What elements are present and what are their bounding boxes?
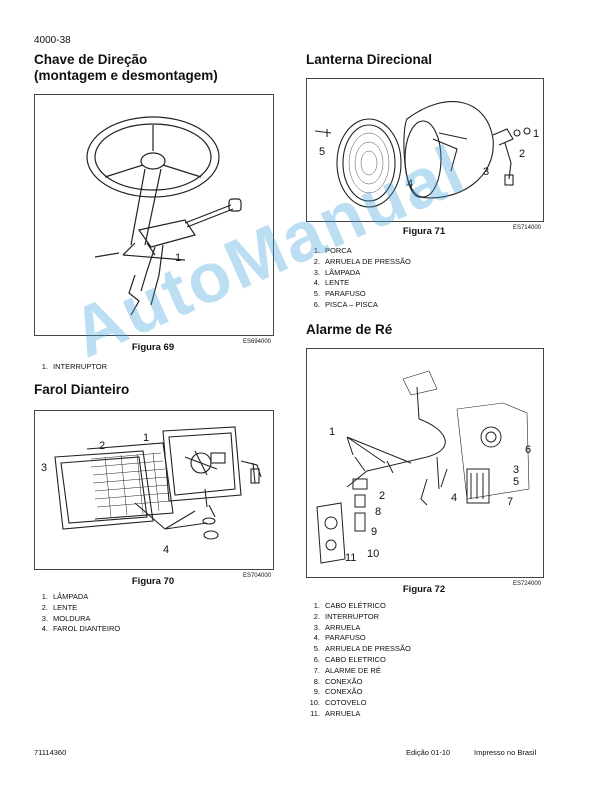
figure-caption-70: Figura 70 <box>131 576 175 587</box>
callout-4: 4 <box>407 178 413 190</box>
list-item: 11.ARRUELA <box>310 708 361 718</box>
list-item: 3.ARRUELA <box>313 622 361 632</box>
figure-70-headlight: 1 2 3 4 ES704000 <box>34 410 274 579</box>
section-title-headlight: Farol Dianteiro <box>34 382 130 397</box>
section-title-steering-switch: Chave de Direção (montagem e desmontagem… <box>34 52 218 84</box>
list-item: 9.CONEXÃO <box>313 687 363 697</box>
callout-7: 7 <box>507 496 513 508</box>
figure-code: ES724000 <box>512 581 541 587</box>
list-item: 1.PORCA <box>313 246 352 255</box>
list-item: 1.CABO ELÉTRICO <box>313 601 386 610</box>
list-item: 2.ARRUELA DE PRESSÃO <box>313 256 411 266</box>
list-item: 7.ALARME DE RÉ <box>313 665 381 675</box>
section-title-reverse-alarm: Alarme de Ré <box>306 322 393 337</box>
list-item: 6.PISCA – PISCA <box>313 299 378 309</box>
callout-4: 4 <box>451 492 457 504</box>
callout-4: 4 <box>163 544 169 556</box>
legend-list-72: 1.CABO ELÉTRICO 2.INTERRUPTOR 3.ARRUELA … <box>306 601 411 720</box>
list-item: 4.PARAFUSO <box>313 633 366 643</box>
callout-9: 9 <box>371 526 377 538</box>
callout-10: 10 <box>367 548 379 560</box>
callout-1: 1 <box>143 432 149 444</box>
headlight-drawing: 1 2 3 4 <box>41 426 262 556</box>
figure-code: ES694000 <box>242 339 271 345</box>
callout-1: 1 <box>329 426 335 438</box>
callout-1: 1 <box>533 128 539 140</box>
list-item: 3.MOLDURA <box>41 613 91 623</box>
callout-3: 3 <box>483 166 489 178</box>
callout-2: 2 <box>99 440 105 452</box>
list-item: 10.COTOVELO <box>309 698 367 708</box>
figure-72-reverse-alarm: 1 2 3 4 5 6 7 8 9 10 11 ES724000 <box>306 348 544 587</box>
figure-code: ES714000 <box>512 225 541 231</box>
steering-wheel-drawing: 1 <box>86 116 242 316</box>
reverse-alarm-drawing: 1 2 3 4 5 6 7 8 9 10 11 <box>316 370 531 564</box>
legend-list-69: 1.INTERRUPTOR <box>34 362 107 373</box>
list-item: 1.INTERRUPTOR <box>41 362 108 371</box>
figure-71-turn-signal: 1 2 3 4 5 ES714000 <box>306 78 544 231</box>
legend-list-70: 1.LÂMPADA 2.LENTE 3.MOLDURA 4.FAROL DIAN… <box>34 592 121 635</box>
list-item: 8.CONEXÃO <box>313 676 363 686</box>
list-item: 6.CABO ELETRICO <box>313 654 386 664</box>
figure-caption-71: Figura 71 <box>402 226 446 237</box>
figure-69-steering-wheel: 1 ES694000 <box>34 94 274 345</box>
list-item: 1.LÂMPADA <box>41 592 89 601</box>
figure-caption-72: Figura 72 <box>402 584 446 595</box>
list-item: 2.INTERRUPTOR <box>313 611 380 621</box>
legend-list-71: 1.PORCA 2.ARRUELA DE PRESSÃO 3.LÂMPADA 4… <box>306 246 411 311</box>
list-item: 5.PARAFUSO <box>313 289 366 299</box>
list-item: 2.LENTE <box>41 602 78 612</box>
section-title-turn-signal: Lanterna Direcional <box>306 52 433 67</box>
footer-printed: Impresso no Brasil <box>474 748 537 757</box>
title-line-1: Chave de Direção <box>34 52 148 67</box>
figure-caption-69: Figura 69 <box>131 342 175 353</box>
callout-11: 11 <box>345 552 356 564</box>
callout-2: 2 <box>519 148 525 160</box>
callout-8: 8 <box>375 506 381 518</box>
page-number: 4000-38 <box>34 35 71 46</box>
list-item: 4.FAROL DIANTEIRO <box>41 624 121 634</box>
footer-doc-number: 71114360 <box>34 748 67 757</box>
callout-2: 2 <box>379 490 385 502</box>
list-item: 3.LÂMPADA <box>313 267 361 277</box>
list-item: 5.ARRUELA DE PRESSÃO <box>313 644 411 654</box>
callout-1: 1 <box>175 252 181 264</box>
figure-code: ES704000 <box>242 573 271 579</box>
callout-5: 5 <box>513 476 519 488</box>
title-line-2: (montagem e desmontagem) <box>34 68 218 83</box>
list-item: 4.LENTE <box>313 278 350 288</box>
callout-5: 5 <box>319 146 325 158</box>
callout-3: 3 <box>41 462 47 474</box>
callout-6: 6 <box>525 444 531 456</box>
footer-edition: Edição 01-10 <box>406 748 451 757</box>
callout-3: 3 <box>513 464 519 476</box>
turn-signal-drawing: 1 2 3 4 5 <box>314 101 539 208</box>
